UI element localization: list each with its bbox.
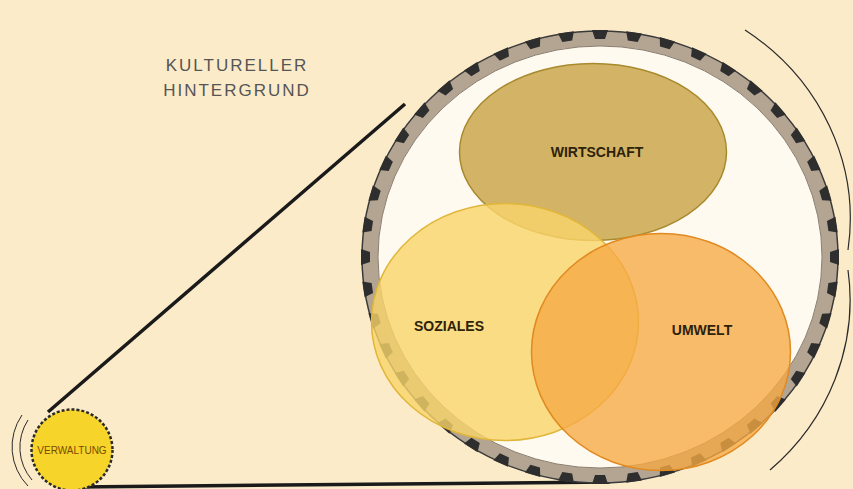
gear-tooth <box>745 80 763 97</box>
gear-tooth <box>558 472 575 483</box>
gear-tooth <box>525 37 543 50</box>
node-label: WIRTSCHAFT <box>551 144 644 160</box>
gear-tooth <box>395 128 411 146</box>
gear-tooth <box>818 311 831 329</box>
gear-tooth <box>688 47 706 62</box>
gear-tooth <box>464 62 482 78</box>
gear-tooth <box>368 185 381 203</box>
gear-tooth <box>493 47 511 62</box>
gear-tooth <box>592 30 608 39</box>
gear-tooth <box>362 280 373 297</box>
gear-tooth <box>830 249 839 265</box>
gear-tooth <box>362 217 373 234</box>
gear-tooth <box>827 280 838 297</box>
belt-line <box>48 104 405 412</box>
gear-tooth <box>718 62 736 78</box>
gear-tooth <box>379 155 394 173</box>
gear-node: VERWALTUNG <box>30 408 114 489</box>
gear-tooth <box>769 102 786 120</box>
gear-tooth <box>361 249 370 265</box>
gear-tooth <box>657 37 675 50</box>
context-label: KULTURELLER HINTERGRUND <box>148 54 326 103</box>
ellipse-outline <box>530 232 792 472</box>
motion-arc <box>20 420 32 480</box>
gear-tooth <box>592 475 608 484</box>
gear-tooth <box>437 80 455 97</box>
gear-tooth <box>806 340 821 358</box>
ellipse-fill <box>32 410 113 489</box>
gear-teeth <box>361 30 839 484</box>
gear-tooth <box>789 128 805 146</box>
gear-tooth <box>806 155 821 173</box>
node-label: UMWELT <box>672 322 732 338</box>
gear-tooth <box>558 31 575 42</box>
node-label: SOZIALES <box>414 318 484 334</box>
gear-tooth <box>625 31 642 42</box>
gear-tooth <box>625 472 642 483</box>
gear-ring <box>362 31 838 483</box>
ellipse-node: UMWELT <box>530 232 792 472</box>
gear-tooth <box>789 368 805 386</box>
node-label: VERWALTUNG <box>37 445 106 456</box>
belt-line <box>78 482 610 487</box>
gear-tooth <box>818 185 831 203</box>
gear-tooth <box>493 452 511 467</box>
gear-tooth <box>414 102 431 120</box>
ellipse-fill <box>532 234 791 471</box>
gear-tooth <box>827 217 838 234</box>
gear-tooth <box>525 464 543 477</box>
motion-arc <box>12 415 28 486</box>
